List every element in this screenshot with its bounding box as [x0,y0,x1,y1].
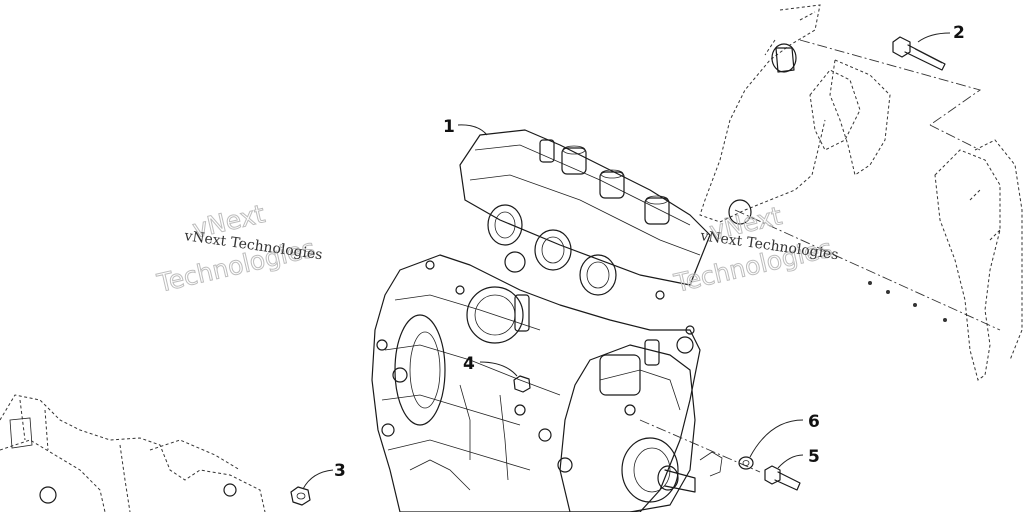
centerline-part-5 [639,419,761,473]
spark-plug-caps [539,139,670,225]
part-6-washer [738,456,754,470]
callout-3: 3 [334,461,346,481]
leader-lines [302,32,951,490]
frame-bracket-left [0,394,266,512]
part-2-bolt [892,36,946,71]
part-5-bolt [764,465,801,491]
output-shaft [621,437,696,503]
callout-5: 5 [808,447,820,467]
part-4-nut [513,375,531,393]
callout-2: 2 [953,23,965,43]
callouts: 1 2 3 4 5 6 [334,23,965,481]
frame-bracket-right [699,4,1023,381]
watermark-right: vNext Technologies vNext Technologies [670,201,839,299]
part-3-nut [290,486,311,506]
callout-4: 4 [463,354,475,374]
watermark-left: vNext Technologies vNext Technologies [153,199,323,299]
intake-ports [487,204,617,296]
engine-assembly [371,129,711,512]
bracket-tab [699,451,723,477]
callout-6: 6 [808,412,820,432]
callout-1: 1 [443,117,455,137]
